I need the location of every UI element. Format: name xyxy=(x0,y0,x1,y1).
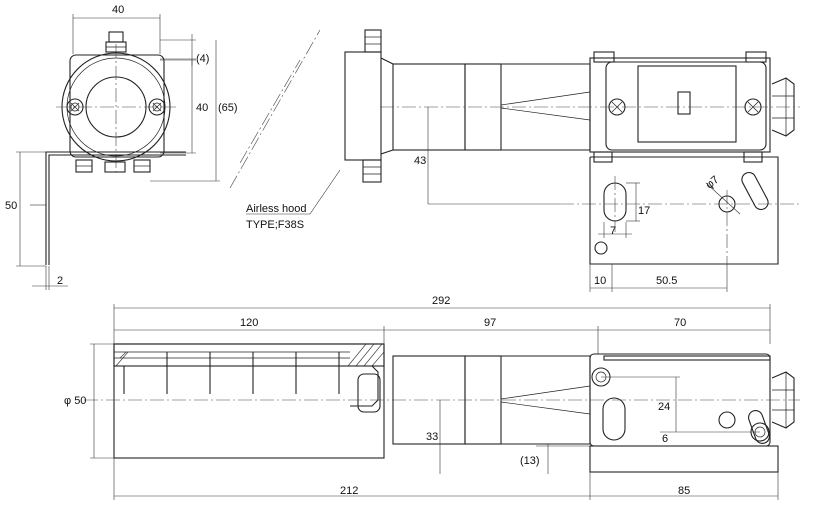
dim-rear-length: 212 xyxy=(340,485,358,497)
dim-front-width: 40 xyxy=(112,4,124,16)
dim-front-gap: (4) xyxy=(196,53,209,65)
dim-slot-offset: 10 xyxy=(594,275,606,287)
dim-hood-dia: φ 50 xyxy=(64,395,86,407)
dim-front-height: 40 xyxy=(196,102,208,114)
dim-bracket-height: 50 xyxy=(5,200,17,212)
dim-slot-width: 7 xyxy=(610,225,616,237)
dim-hole-offset: 50.5 xyxy=(656,275,677,287)
dim-body-length: 97 xyxy=(484,317,496,329)
side-view: Airless hood TYPE;F38S 43 17 7 φ7 10 50.… xyxy=(229,29,800,292)
dim-head-length: 70 xyxy=(674,317,686,329)
label-hood-type: TYPE;F38S xyxy=(246,219,304,231)
dim-bolt-pitch: 24 xyxy=(658,401,670,413)
dim-bracket-thickness: 2 xyxy=(57,275,63,287)
dim-bolt-offset: 6 xyxy=(662,433,668,445)
dim-front-overall: (65) xyxy=(218,102,238,114)
dim-overall-length: 292 xyxy=(432,295,450,307)
dim-body-gap: (13) xyxy=(520,455,540,467)
front-view: 40 (4) 40 (65) 50 2 xyxy=(5,4,238,290)
plan-view: 292 120 97 70 φ 50 24 6 33 (13) 212 85 xyxy=(64,295,800,500)
dim-base-length: 85 xyxy=(678,485,690,497)
dim-hole-dia: φ7 xyxy=(704,174,722,192)
label-hood-name: Airless hood xyxy=(246,203,307,215)
dim-body-height: 33 xyxy=(426,431,438,443)
dim-axis-height: 43 xyxy=(414,155,426,167)
dim-slot-height: 17 xyxy=(638,205,650,217)
dim-hood-length: 120 xyxy=(240,317,258,329)
